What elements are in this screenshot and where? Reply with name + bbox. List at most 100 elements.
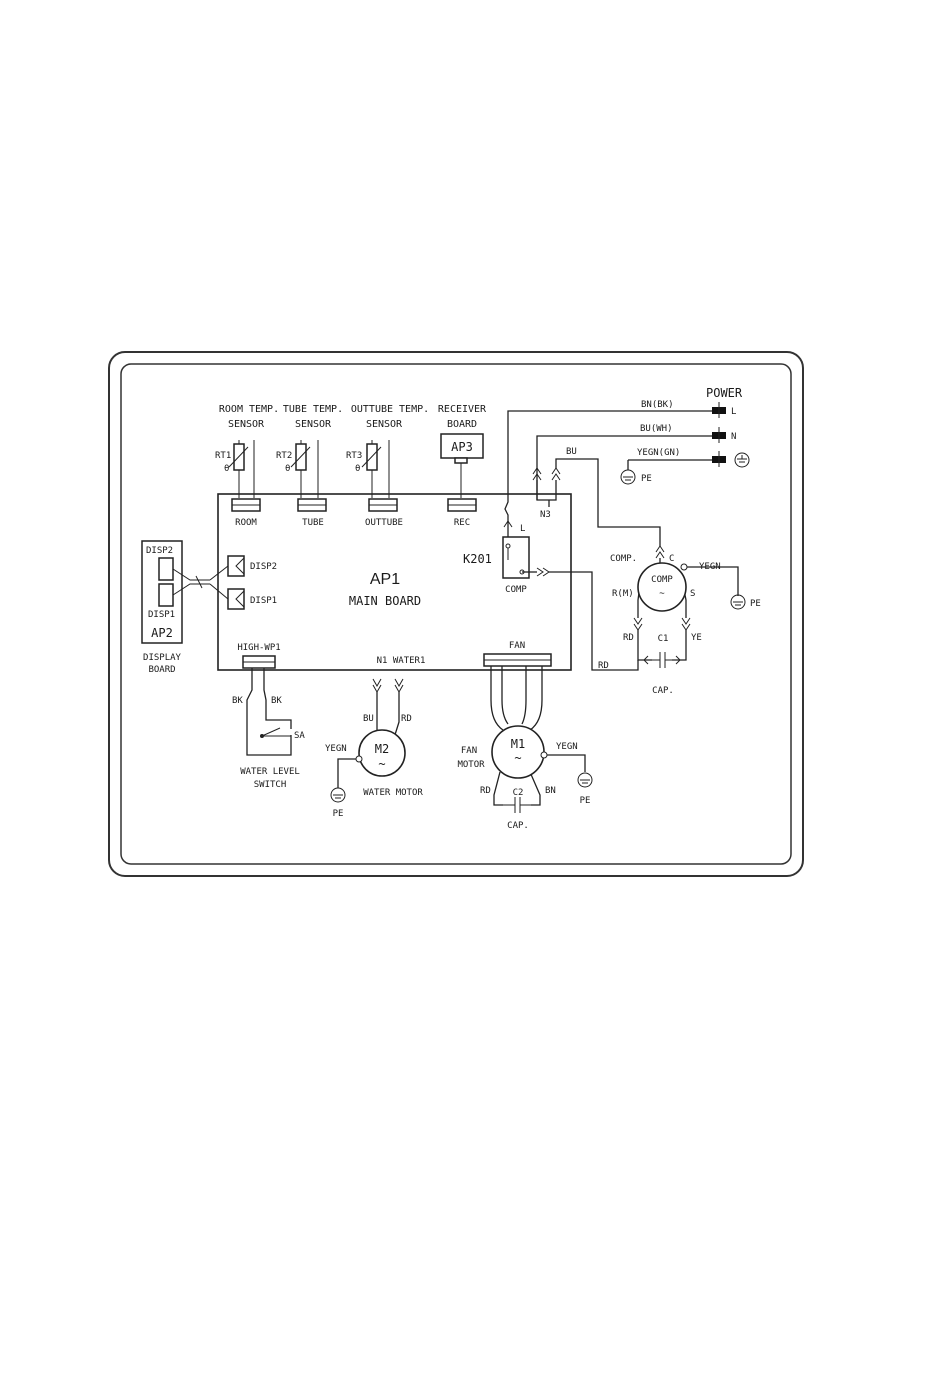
- sensor-room-header-1: ROOM TEMP.: [219, 404, 279, 415]
- power-terminals: [712, 402, 726, 467]
- compressor-cap-label: CAP.: [652, 686, 674, 696]
- compressor-s-label: S: [690, 589, 695, 599]
- water-motor-rd: RD: [401, 714, 412, 724]
- switch-bk-2: BK: [271, 696, 282, 706]
- svg-text:θ: θ: [355, 464, 360, 474]
- svg-text:RT3: RT3: [346, 451, 362, 461]
- high-wp-label: HIGH-WP1: [237, 643, 280, 653]
- svg-text:RT1: RT1: [215, 451, 231, 461]
- fan-motor-wiring: [490, 666, 586, 813]
- fan-motor-ref: M1: [511, 737, 525, 751]
- power-n-wire: BU(WH): [640, 424, 673, 434]
- compressor-name: COMP: [651, 575, 673, 585]
- water-motor-pe: PE: [333, 809, 344, 819]
- power-l-label: L: [731, 407, 736, 417]
- power-wiring: [503, 410, 712, 546]
- display-board-name-1: DISPLAY: [143, 653, 182, 663]
- n3-label: N3: [540, 510, 551, 520]
- compressor-wiring: [522, 545, 739, 671]
- receiver-header-1: RECEIVER: [438, 404, 487, 415]
- power-pe-ground-icon: [620, 469, 636, 485]
- port-room-label: ROOM: [235, 518, 257, 528]
- compressor-pe-label: PE: [750, 599, 761, 609]
- compressor-rd-1: RD: [623, 633, 634, 643]
- compressor-motor: [637, 562, 687, 612]
- power-earth-icon: [734, 452, 750, 468]
- main-board-ref: AP1: [370, 571, 400, 588]
- power-pe-wire: YEGN(GN): [637, 448, 680, 458]
- relay-k201: [502, 536, 530, 579]
- display-board-ap2: [141, 540, 229, 644]
- water-motor-m2: [358, 729, 406, 777]
- thermistor-rt2: RT2 θ: [276, 440, 327, 512]
- sensor-room-header-2: SENSOR: [228, 419, 265, 430]
- compressor-ye-label: YE: [691, 633, 702, 643]
- power-l-wire: BN(BK): [641, 400, 674, 410]
- display-board-ref: AP2: [151, 626, 173, 640]
- water-port-label: N1 WATER1: [377, 656, 426, 666]
- relay-ref: K201: [463, 552, 492, 566]
- compressor-bu-label: BU: [566, 447, 577, 457]
- thermistor-rt3: RT3 θ: [346, 440, 398, 512]
- switch-bk-1: BK: [232, 696, 243, 706]
- svg-text:θ: θ: [224, 464, 229, 474]
- sensor-tube-header-1: TUBE TEMP.: [283, 404, 343, 415]
- compressor-symbol: ~: [659, 589, 665, 599]
- compressor-rd-2: RD: [598, 661, 609, 671]
- compressor-r-label: R(M): [612, 589, 634, 599]
- water-level-switch-wiring: [246, 668, 292, 756]
- receiver-board-ap3: AP3: [440, 433, 484, 512]
- display-board-name-2: BOARD: [148, 665, 175, 675]
- fan-motor-symbol: ~: [514, 751, 521, 765]
- fan-motor-ground-icon: [577, 772, 593, 788]
- fan-motor-pe: PE: [580, 796, 591, 806]
- svg-text:θ: θ: [285, 464, 290, 474]
- inner-frame: [120, 363, 792, 865]
- display-disp2-label: DISP2: [146, 546, 173, 556]
- compressor-ground-label: YEGN: [699, 562, 721, 572]
- water-motor-ground-icon: [330, 787, 346, 803]
- fan-motor-ground-label: YEGN: [556, 742, 578, 752]
- water-motor-bu: BU: [363, 714, 374, 724]
- water-motor-name: WATER MOTOR: [363, 788, 423, 798]
- fan-motor-name-2: MOTOR: [457, 760, 485, 770]
- main-disp2-label: DISP2: [250, 562, 277, 572]
- main-disp1-label: DISP1: [250, 596, 277, 606]
- water-motor-ground-label: YEGN: [325, 744, 347, 754]
- receiver-header-2: BOARD: [447, 419, 477, 430]
- compressor-c-label: C: [669, 554, 674, 564]
- sensor-outtube-header-2: SENSOR: [366, 419, 403, 430]
- port-outtube-label: OUTTUBE: [365, 518, 403, 528]
- outer-frame: [108, 351, 804, 877]
- fan-cap-ref: C2: [513, 788, 524, 798]
- fan-motor-bn: BN: [545, 786, 556, 796]
- fan-cap-label: CAP.: [507, 821, 529, 831]
- thermistor-rt1: RT1 θ: [215, 440, 261, 512]
- port-rec-label: REC: [454, 518, 470, 528]
- compressor-title: COMP.: [610, 554, 637, 564]
- water-level-switch-name-1: WATER LEVEL: [240, 767, 300, 777]
- water-level-switch-name-2: SWITCH: [254, 780, 287, 790]
- power-n-label: N: [731, 432, 736, 442]
- compressor-ground-icon: [730, 594, 746, 610]
- power-pe-label: PE: [641, 474, 652, 484]
- sensor-tube-header-2: SENSOR: [295, 419, 332, 430]
- display-disp1-label: DISP1: [148, 610, 175, 620]
- main-board-name: MAIN BOARD: [349, 594, 421, 608]
- power-title: POWER: [706, 386, 743, 400]
- disp-connectors: [227, 555, 245, 610]
- relay-l-label: L: [520, 524, 525, 534]
- svg-text:AP3: AP3: [451, 440, 473, 454]
- water-motor-symbol: ~: [378, 757, 385, 771]
- port-tube-label: TUBE: [302, 518, 324, 528]
- switch-sa: SA: [294, 731, 305, 741]
- compressor-cap-ref: C1: [658, 634, 669, 644]
- relay-comp-label: COMP: [505, 585, 527, 595]
- sensor-outtube-header-1: OUTTUBE TEMP.: [351, 404, 429, 415]
- svg-text:RT2: RT2: [276, 451, 292, 461]
- fan-motor-rd: RD: [480, 786, 491, 796]
- water-motor-ref: M2: [375, 742, 389, 756]
- main-board-ap1: [217, 493, 572, 671]
- fan-port-label: FAN: [509, 641, 525, 651]
